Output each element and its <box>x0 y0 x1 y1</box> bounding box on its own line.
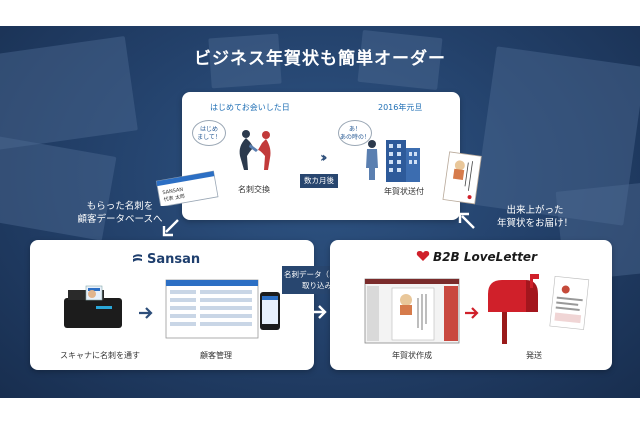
exchange-label: 名刺交換 <box>238 184 270 195</box>
months-later-tag: 数カ月後 <box>300 174 338 188</box>
ship-label: 発送 <box>526 350 542 361</box>
new-year-heading: 2016年元旦 <box>378 102 422 113</box>
bowing-businessmen-illustration <box>220 126 290 178</box>
office-building-illustration <box>364 130 428 184</box>
manage-label: 顧客管理 <box>200 350 232 361</box>
b2b-loveletter-logo: B2B LoveLetter <box>416 250 537 264</box>
arrow-down-left-icon <box>160 218 182 238</box>
mailbox-illustration <box>486 270 596 346</box>
note-line: もらった名刺を <box>60 200 180 213</box>
first-meeting-heading: はじめてお会いした日 <box>210 102 290 113</box>
scanner-label: スキャナに名刺を通す <box>60 350 140 361</box>
arrow-right-icon <box>138 306 154 320</box>
sansan-logo: Sansan <box>132 252 200 267</box>
chevron-right-icon: ›› <box>320 150 324 166</box>
note-line: 出来上がった <box>480 204 590 217</box>
new-year-card-illustration <box>440 150 486 208</box>
bottom-white-bar <box>0 398 640 426</box>
crm-screen-illustration <box>164 278 294 340</box>
create-label: 年賀状作成 <box>392 350 432 361</box>
arrow-right-red-icon <box>464 306 480 320</box>
arrow-up-left-icon <box>456 210 478 230</box>
heart-mark-icon <box>416 250 430 262</box>
b2b-logo-text: B2B LoveLetter <box>433 250 537 264</box>
note-line: 年賀状をお届け！ <box>480 217 590 230</box>
send-label: 年賀状送付 <box>384 186 424 197</box>
arrow-right-icon <box>310 304 328 320</box>
main-title: ビジネス年賀状も簡単オーダー <box>0 44 640 69</box>
right-note: 出来上がった 年賀状をお届け！ <box>480 204 590 230</box>
sansan-logo-text: Sansan <box>147 252 200 267</box>
card-editor-illustration <box>364 278 460 344</box>
top-white-bar <box>0 0 640 26</box>
card-scanner-illustration <box>60 284 126 332</box>
sansan-mark-icon <box>132 253 143 264</box>
